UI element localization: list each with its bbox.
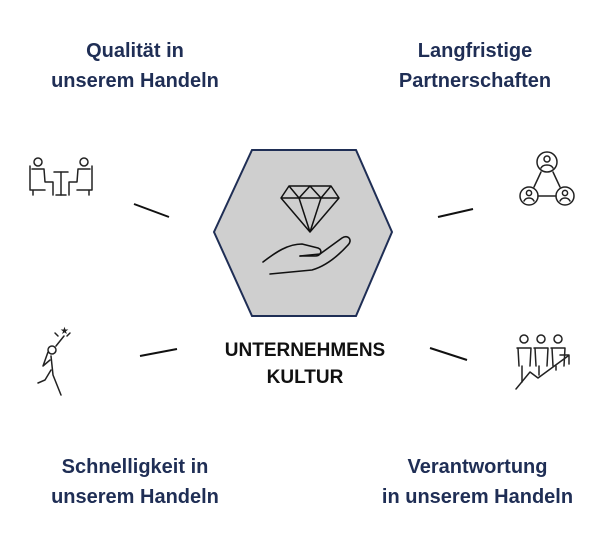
title-quality-line1: Qualität in xyxy=(86,40,184,62)
diamond-icon xyxy=(280,185,340,233)
title-partnerships-line2: Partnerschaften xyxy=(398,70,552,92)
connector-bottom-left xyxy=(139,348,178,357)
hand-icon xyxy=(262,235,351,275)
title-partnerships: Langfristige Partnerschaften xyxy=(360,36,590,96)
title-speed-line2: unserem Handeln xyxy=(51,486,219,508)
title-quality: Qualität in unserem Handeln xyxy=(20,36,250,96)
meeting-icon xyxy=(29,157,93,196)
connector-top-right xyxy=(437,208,474,218)
center-label-line1: UNTERNEHMENS xyxy=(224,340,386,361)
center-label-line2: KULTUR xyxy=(266,367,344,388)
title-quality-line2: unserem Handeln xyxy=(51,70,219,92)
connector-top-left xyxy=(133,203,170,218)
title-responsibility-line1: Verantwortung xyxy=(407,456,548,478)
title-speed-line1: Schnelligkeit in xyxy=(61,456,209,478)
connector-bottom-right xyxy=(429,347,468,361)
title-partnerships-line1: Langfristige xyxy=(417,40,533,62)
jumping-person-icon: ★ xyxy=(37,326,71,396)
svg-text:★: ★ xyxy=(60,326,69,337)
title-responsibility-line2: in unserem Handeln xyxy=(381,486,574,508)
title-responsibility: Verantwortung in unserem Handeln xyxy=(355,452,600,512)
title-speed: Schnelligkeit in unserem Handeln xyxy=(20,452,250,512)
center-label: UNTERNEHMENS KULTUR xyxy=(190,337,420,391)
network-icon xyxy=(519,151,575,206)
central-hexagon xyxy=(212,149,394,317)
team-growth-icon xyxy=(515,334,570,390)
